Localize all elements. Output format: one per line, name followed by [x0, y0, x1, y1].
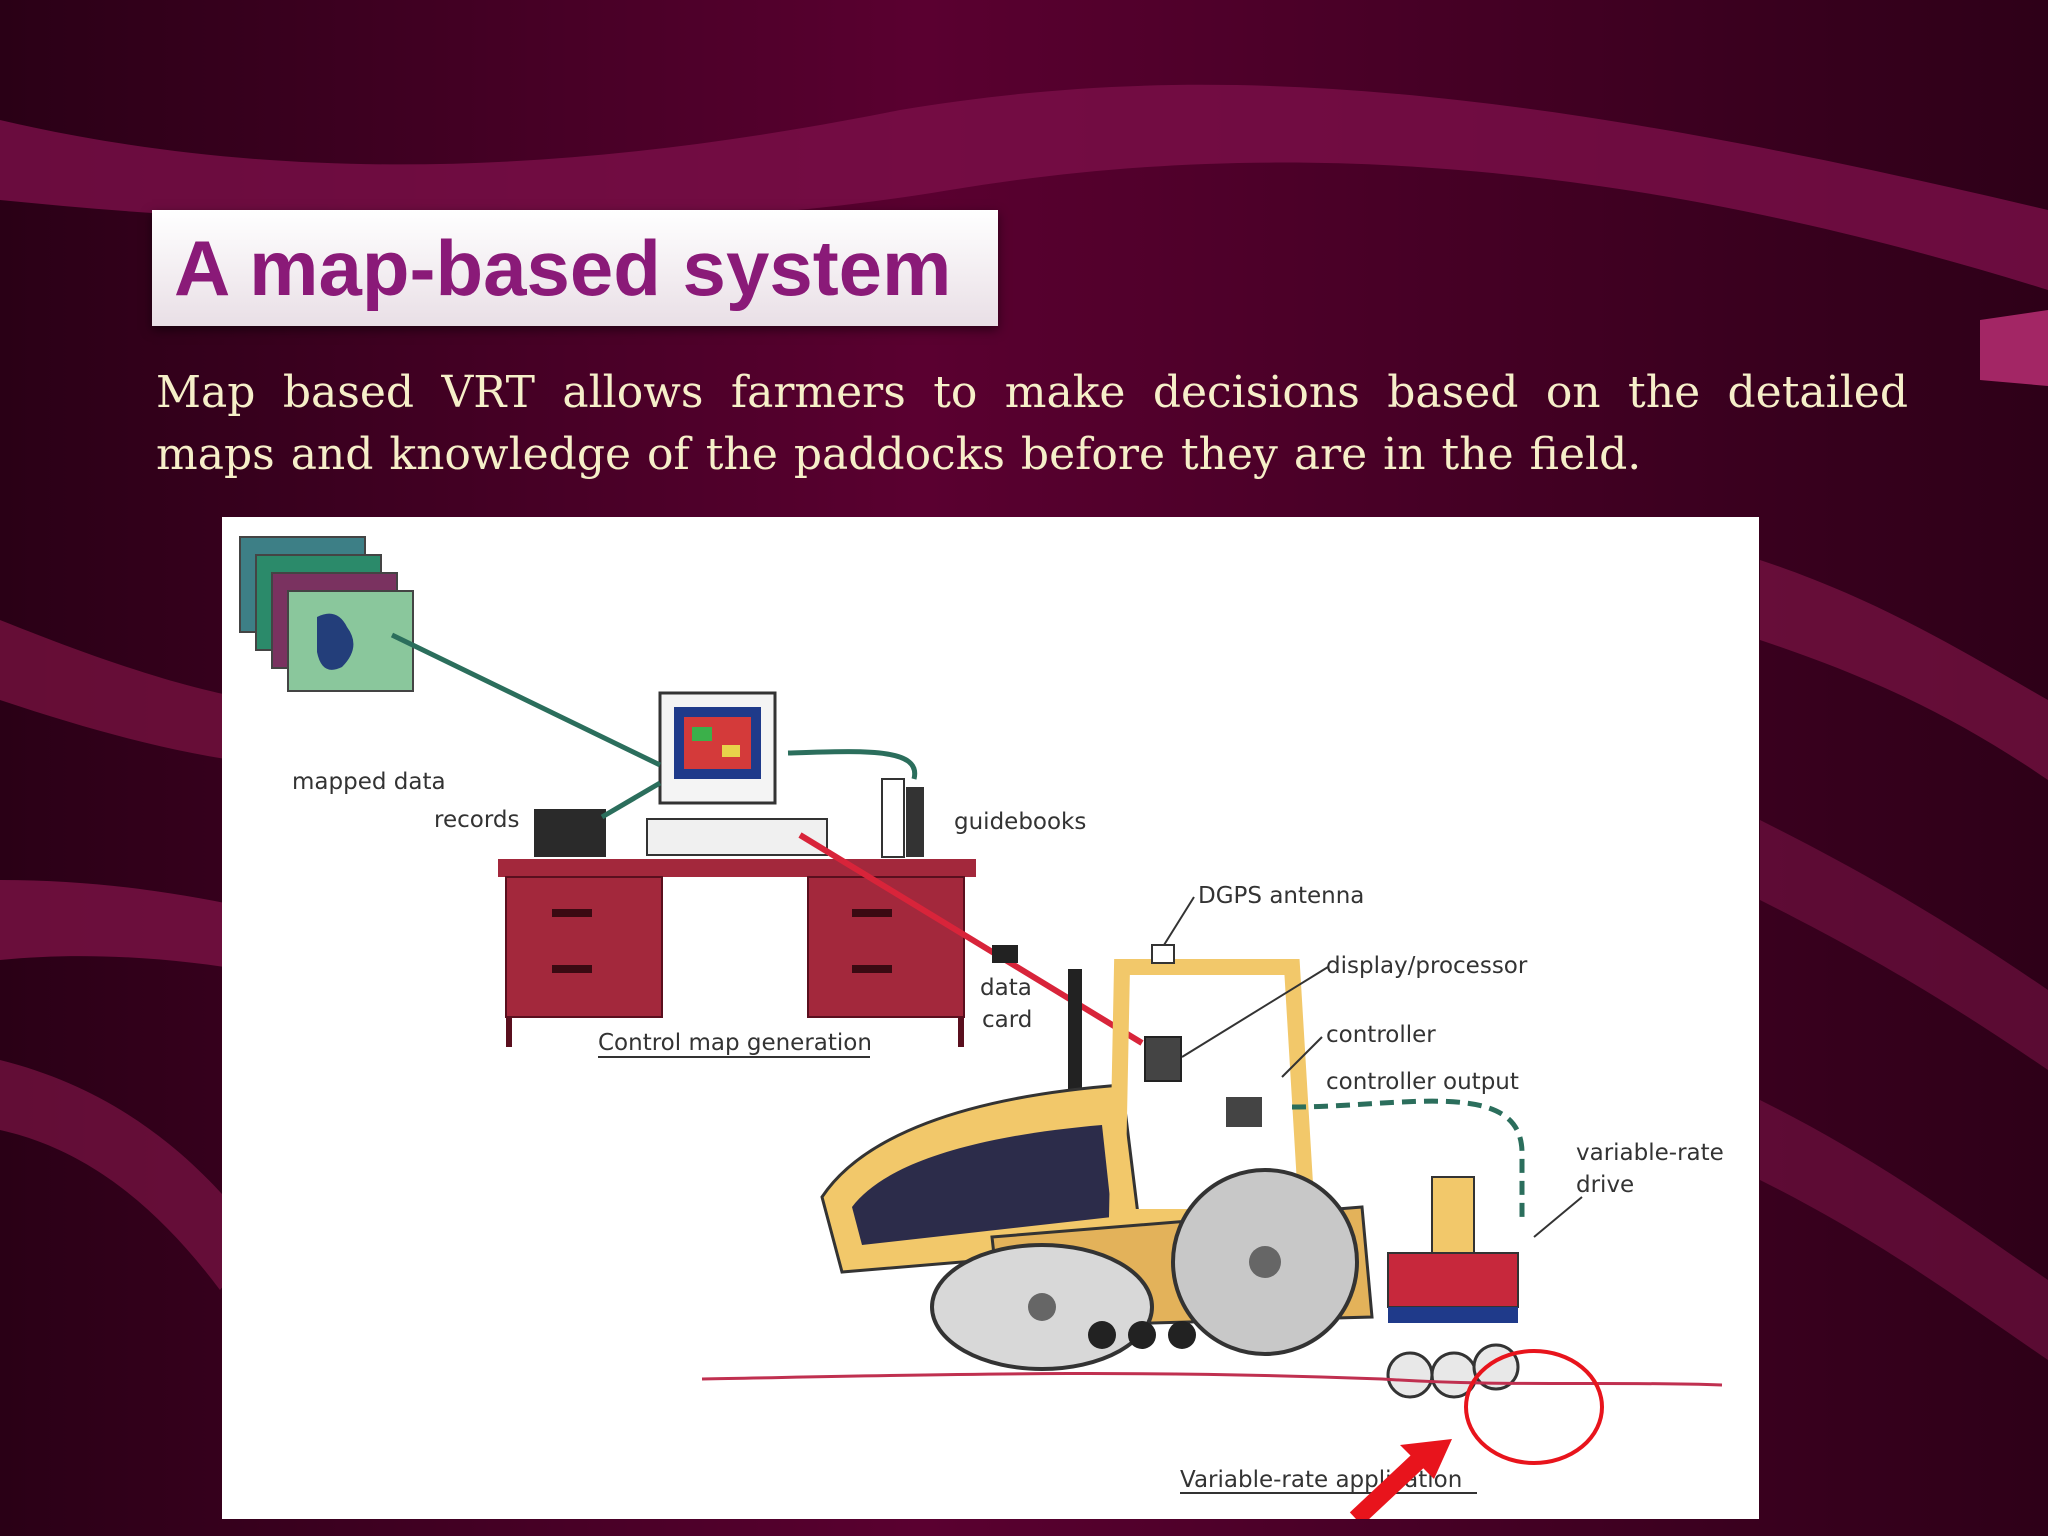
highlight-arrow-head: [1400, 1439, 1452, 1479]
label-display-processor: display/processor: [1326, 953, 1528, 979]
records-box: [534, 809, 606, 857]
leader-lines: [598, 896, 1583, 1494]
seeder-implement: [1386, 1176, 1520, 1399]
label-variable-rate-drive-1: variable-rate: [1576, 1140, 1724, 1166]
label-records: records: [434, 807, 519, 833]
slide-body-text: Map based VRT allows farmers to make dec…: [156, 367, 1908, 480]
mapped-data-sheets: [239, 536, 414, 692]
vrt-diagram-drawing: mapped data records guidebooks data card…: [239, 536, 1724, 1519]
label-controller-output: controller output: [1326, 1069, 1519, 1095]
guidebooks-icon: [881, 778, 924, 858]
slide-title-box: A map-based system: [152, 210, 998, 326]
highlight-arrow-shaft: [1349, 1452, 1427, 1519]
label-data-card-2: card: [982, 1007, 1032, 1033]
vrt-diagram: mapped data records guidebooks data card…: [222, 517, 1759, 1519]
data-card-icon: [992, 945, 1018, 963]
label-dgps-antenna: DGPS antenna: [1198, 883, 1364, 909]
highlight-circle: [1464, 1349, 1604, 1465]
slide-title: A map-based system: [174, 224, 952, 312]
label-data-card-1: data: [980, 975, 1032, 1001]
label-variable-rate-drive-2: drive: [1576, 1172, 1634, 1198]
label-guidebooks: guidebooks: [954, 809, 1086, 835]
data-flow-arrows: [390, 632, 918, 820]
controller-output-arrow: [1291, 1098, 1525, 1217]
label-controller: controller: [1326, 1022, 1436, 1048]
tractor: [820, 944, 1374, 1371]
data-card-arrow: [798, 832, 1144, 1046]
computer-monitor: [646, 691, 828, 856]
desk: [498, 859, 976, 1047]
ground-line: [701, 1372, 1723, 1387]
label-control-map-generation: Control map generation: [598, 1030, 872, 1056]
label-mapped-data: mapped data: [292, 769, 446, 795]
